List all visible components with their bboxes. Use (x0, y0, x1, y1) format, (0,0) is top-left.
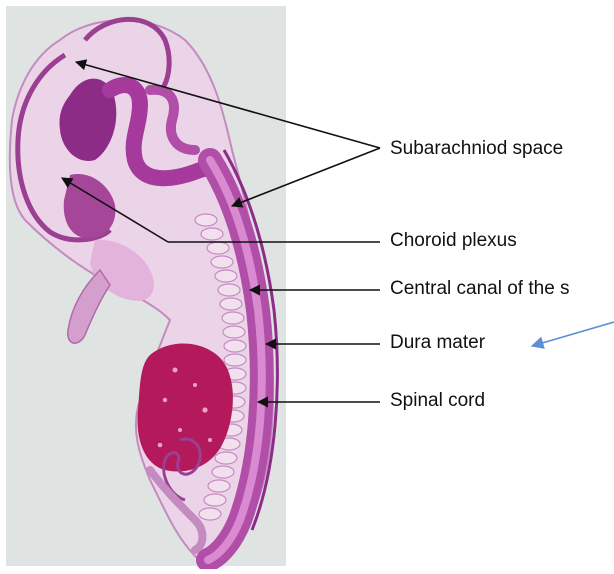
label-spinal-cord: Spinal cord (390, 390, 485, 412)
label-choroid-plexus: Choroid plexus (390, 230, 517, 252)
blue-pointer-arrow (532, 322, 614, 346)
label-central-canal: Central canal of the s (390, 278, 570, 300)
label-subarachnoid-space: Subarachniod space (390, 138, 563, 160)
label-dura-mater: Dura mater (390, 332, 485, 354)
